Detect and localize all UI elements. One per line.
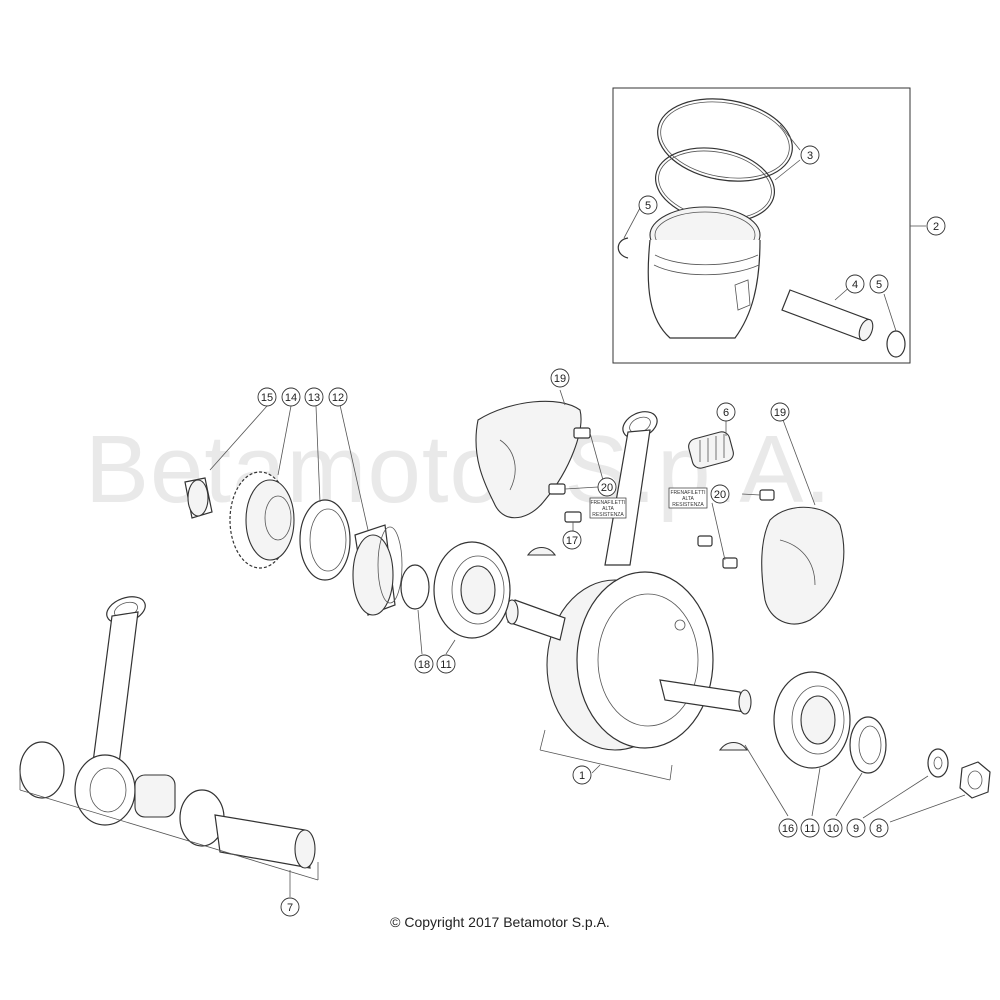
svg-text:11: 11 xyxy=(804,823,815,835)
main-bearing-left xyxy=(433,541,511,655)
callout-8: 8 xyxy=(869,818,889,838)
screws-left xyxy=(548,427,604,535)
callout-18: 18 xyxy=(414,654,434,674)
crankshaft xyxy=(505,571,752,781)
svg-text:1: 1 xyxy=(579,770,585,782)
callout-9: 9 xyxy=(846,818,866,838)
woodruff-key-upper xyxy=(526,546,557,556)
svg-text:3: 3 xyxy=(807,150,813,162)
svg-text:8: 8 xyxy=(876,823,882,835)
threadlocker-tag-left: FRENAFILETTI ALTA RESISTENZA xyxy=(589,497,627,519)
bushing xyxy=(339,404,403,616)
gear-nut xyxy=(184,405,268,519)
callout-15: 15 xyxy=(257,387,277,407)
screws-right xyxy=(697,489,775,569)
callout-10: 10 xyxy=(823,818,843,838)
callout-4: 4 xyxy=(845,274,865,294)
balancer-weight-right xyxy=(761,419,845,625)
circlip-left xyxy=(617,207,641,259)
piston-kit-frame xyxy=(612,87,926,364)
washer xyxy=(862,748,949,819)
piston xyxy=(647,206,761,339)
callout-1: 1 xyxy=(572,765,592,785)
svg-text:2: 2 xyxy=(933,221,939,233)
callout-11-left: 11 xyxy=(436,654,456,674)
crank-seal-right xyxy=(835,716,887,817)
gudgeon-pin xyxy=(781,284,874,342)
svg-text:4: 4 xyxy=(852,279,858,291)
balancer-plate-left xyxy=(475,389,582,519)
svg-text:6: 6 xyxy=(723,407,729,419)
callout-2: 2 xyxy=(926,216,946,236)
connecting-rod-main xyxy=(604,411,658,566)
callout-16: 16 xyxy=(778,818,798,838)
svg-text:FRENAFILETTI: FRENAFILETTI xyxy=(590,500,625,506)
svg-text:20: 20 xyxy=(601,482,613,494)
svg-text:ALTA: ALTA xyxy=(602,506,614,512)
callout-13: 13 xyxy=(304,387,324,407)
svg-text:5: 5 xyxy=(876,279,882,291)
crank-nut xyxy=(889,761,991,823)
callout-12: 12 xyxy=(328,387,348,407)
svg-text:19: 19 xyxy=(554,373,566,385)
svg-text:7: 7 xyxy=(287,902,293,914)
svg-text:15: 15 xyxy=(261,392,273,404)
spacer-ring xyxy=(400,564,430,655)
callout-19-left: 19 xyxy=(550,368,570,388)
svg-text:18: 18 xyxy=(418,659,430,671)
svg-text:10: 10 xyxy=(827,823,839,835)
svg-text:FRENAFILETTI: FRENAFILETTI xyxy=(670,490,705,496)
callout-5-right: 5 xyxy=(869,274,889,294)
svg-text:16: 16 xyxy=(782,823,794,835)
callout-7: 7 xyxy=(280,897,300,917)
callout-20-left: 20 xyxy=(597,477,617,497)
needle-bearing xyxy=(688,420,734,469)
svg-text:ALTA: ALTA xyxy=(682,496,694,502)
svg-text:11: 11 xyxy=(440,659,451,671)
svg-text:9: 9 xyxy=(853,823,859,835)
callout-17: 17 xyxy=(562,530,582,550)
svg-text:RESISTENZA: RESISTENZA xyxy=(592,512,624,518)
circlip-right xyxy=(883,293,906,358)
piston-rings xyxy=(654,98,801,223)
callout-6: 6 xyxy=(716,402,736,422)
callout-14: 14 xyxy=(281,387,301,407)
woodruff-key-lower xyxy=(718,741,789,817)
copyright-notice: © Copyright 2017 Betamotor S.p.A. xyxy=(390,914,610,930)
callout-5-left: 5 xyxy=(638,195,658,215)
svg-text:5: 5 xyxy=(645,200,651,212)
callout-20-right: 20 xyxy=(710,484,730,504)
callout-3: 3 xyxy=(800,145,820,165)
main-bearing-right xyxy=(773,671,851,817)
callout-11-right: 11 xyxy=(800,818,820,838)
svg-text:14: 14 xyxy=(285,392,297,404)
svg-text:RESISTENZA: RESISTENZA xyxy=(672,502,704,508)
svg-text:20: 20 xyxy=(714,489,726,501)
threadlocker-tag-right: FRENAFILETTI ALTA RESISTENZA xyxy=(668,487,708,509)
svg-text:17: 17 xyxy=(566,535,578,547)
primary-gear xyxy=(229,405,295,569)
svg-text:13: 13 xyxy=(308,392,320,404)
svg-text:19: 19 xyxy=(774,407,786,419)
svg-text:12: 12 xyxy=(332,392,344,404)
connecting-rod-kit xyxy=(19,596,319,897)
callout-19-right: 19 xyxy=(770,402,790,422)
oil-seal xyxy=(299,405,351,581)
